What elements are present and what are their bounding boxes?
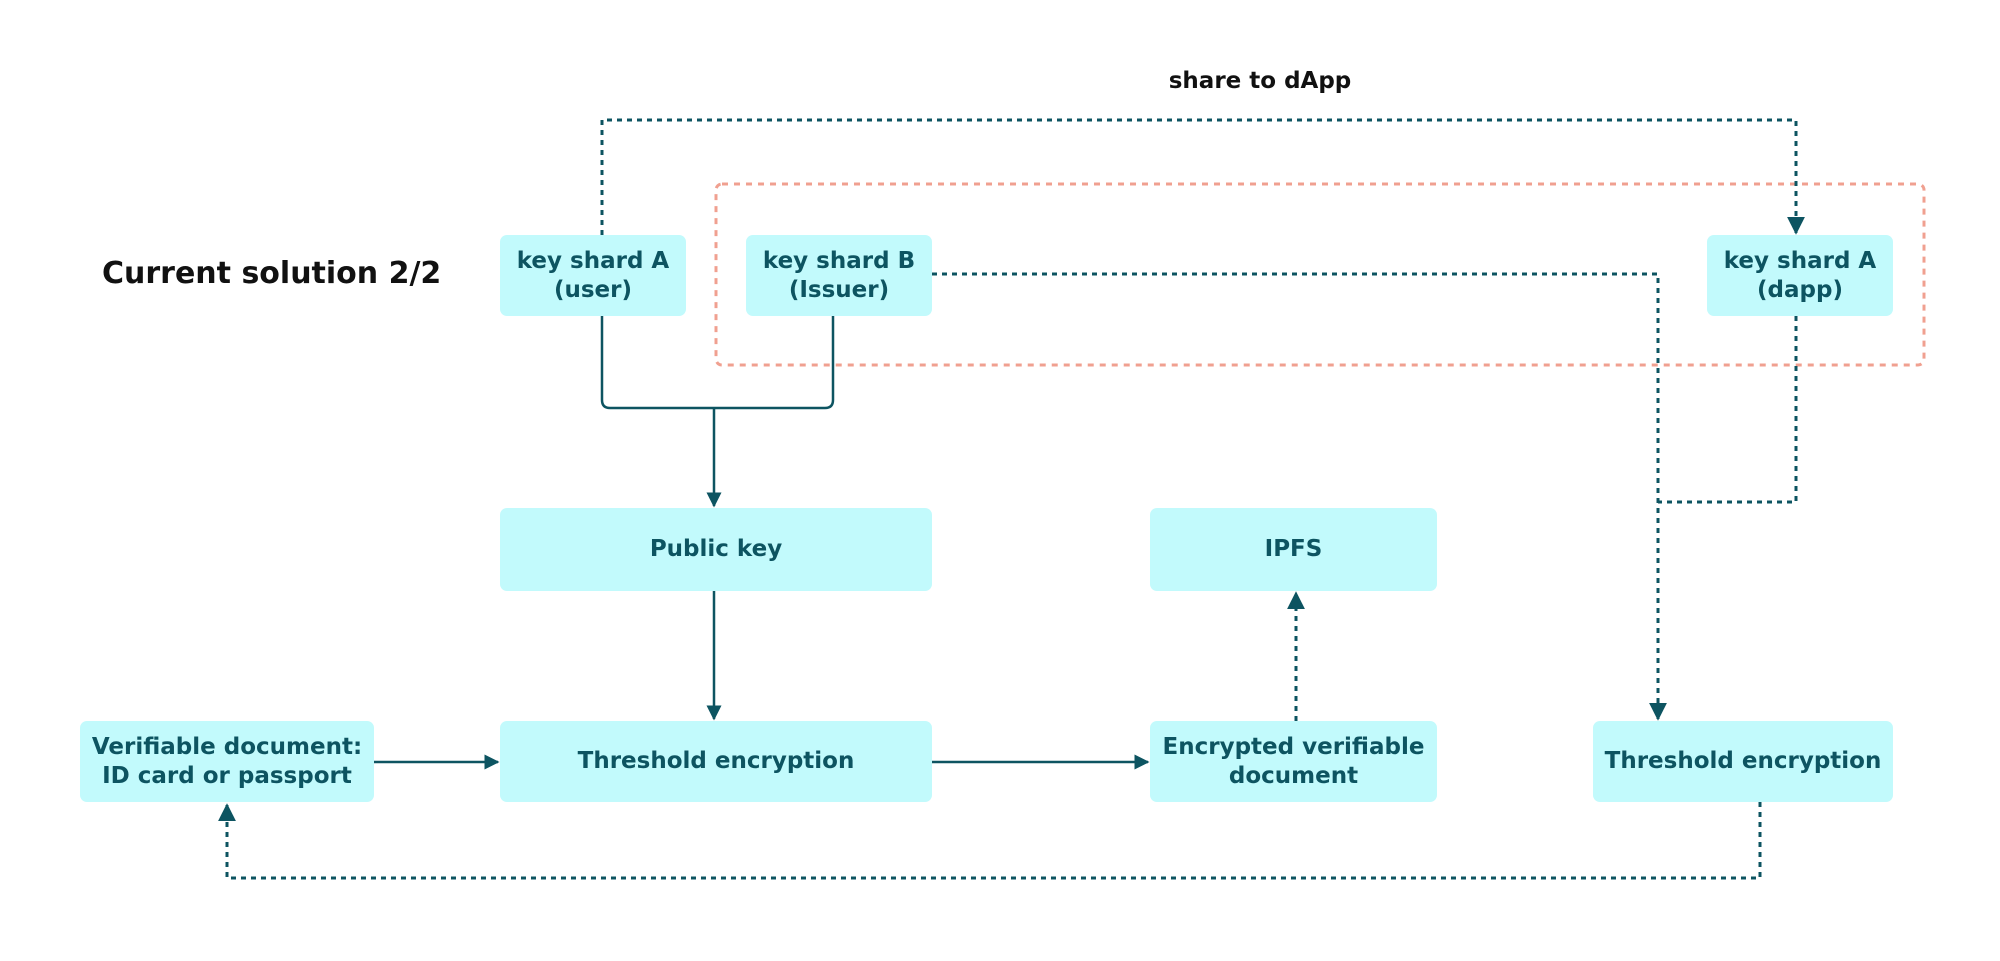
node-line: document bbox=[1228, 762, 1359, 789]
node-label: Threshold encryption bbox=[577, 748, 855, 774]
node-public-key: Public key bbox=[500, 508, 932, 591]
node-label: Public key bbox=[649, 536, 783, 562]
node-threshold-encryption-1: Threshold encryption bbox=[500, 721, 932, 802]
node-line: (Issuer) bbox=[788, 276, 890, 303]
node-threshold-encryption-2: Threshold encryption bbox=[1593, 721, 1893, 802]
page-title: Current solution 2/2 bbox=[102, 256, 442, 291]
node-label: Threshold encryption bbox=[1604, 748, 1882, 774]
node-key-shard-a-dapp: key shard A(dapp) bbox=[1707, 235, 1893, 316]
edge-share-to-dapp bbox=[600, 118, 1805, 235]
node-label: IPFS bbox=[1264, 536, 1323, 562]
node-line: ID card or passport bbox=[102, 762, 352, 789]
node-line: Encrypted verifiable bbox=[1162, 733, 1425, 760]
node-key-shard-b-issuer: key shard B(Issuer) bbox=[746, 235, 932, 316]
node-line: Verifiable document: bbox=[91, 733, 363, 760]
edge-shard-a-to-public-key bbox=[600, 316, 714, 410]
node-line: (user) bbox=[553, 276, 632, 303]
node-line: key shard B bbox=[762, 247, 916, 274]
edge-shard-b-to-threshold-2 bbox=[932, 272, 1667, 721]
node-line: (dapp) bbox=[1757, 276, 1843, 303]
edge-dapp-shard-to-threshold-2 bbox=[1658, 316, 1798, 504]
node-line: key shard A bbox=[1723, 247, 1877, 274]
node-line: key shard A bbox=[516, 247, 670, 274]
shard-group-boundary bbox=[714, 182, 1926, 367]
node-key-shard-a-user: key shard A(user) bbox=[500, 235, 686, 316]
node-verifiable-document: Verifiable document:ID card or passport bbox=[80, 721, 374, 802]
node-ipfs: IPFS bbox=[1150, 508, 1437, 591]
edge-shard-b-to-public-key bbox=[714, 316, 835, 410]
share-to-dapp-label: share to dApp bbox=[1168, 68, 1352, 94]
edge-threshold-2-to-document bbox=[218, 802, 1762, 880]
